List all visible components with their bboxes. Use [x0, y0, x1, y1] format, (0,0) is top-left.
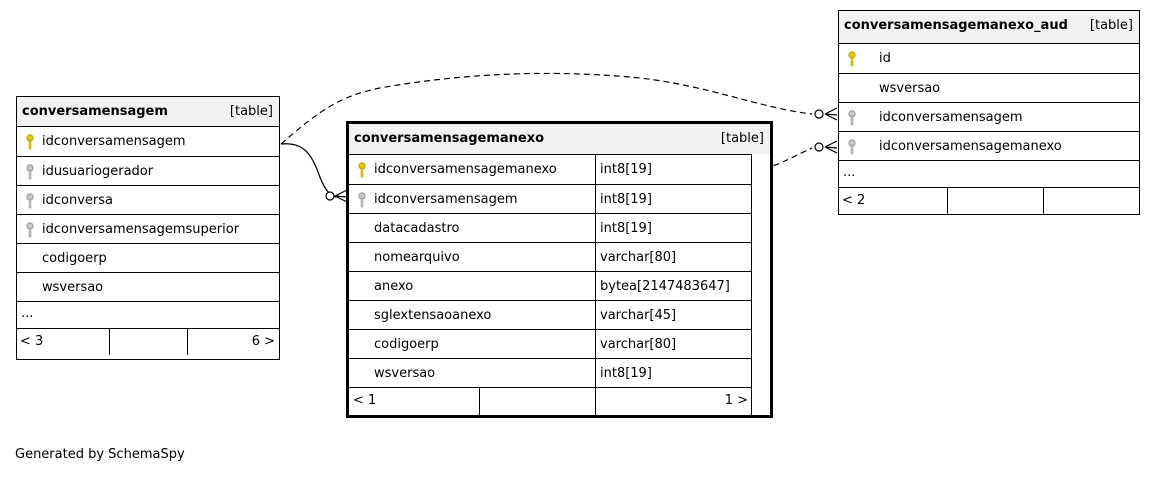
table-footer: < 1 1 >	[349, 388, 752, 416]
more-columns-ellipsis: ...	[21, 306, 34, 321]
column-row: anexo bytea[2147483647]	[349, 272, 752, 301]
foreign-key-icon	[847, 110, 857, 126]
more-columns-ellipsis: ...	[843, 165, 856, 180]
table-name[interactable]: conversamensagem	[22, 104, 168, 119]
column-name: idconversa	[42, 193, 113, 208]
column-row: idconversamensagemsuperior	[17, 215, 279, 244]
column-type: int8[19]	[600, 221, 652, 236]
table-footer: < 3 6 >	[17, 329, 279, 355]
column-type: int8[19]	[600, 192, 652, 207]
foreign-key-icon	[847, 139, 857, 155]
column-name: idconversamensagem	[374, 192, 518, 207]
edge-aud-to-mensagem	[280, 72, 813, 145]
edge-anexo-to-mensagem	[280, 143, 337, 198]
column-type: varchar[80]	[600, 250, 677, 265]
column-name: idconversamensagemsuperior	[42, 222, 240, 237]
column-row: codigoerp varchar[80]	[349, 330, 752, 359]
table-footer: < 2	[839, 188, 1139, 214]
column-row: sglextensaoanexo varchar[45]	[349, 301, 752, 330]
primary-key-icon	[847, 51, 857, 67]
foreign-key-icon	[357, 192, 367, 208]
edge-aud-to-mensagem-crowfoot	[824, 107, 838, 121]
column-type: int8[19]	[600, 162, 652, 177]
column-row: idconversa	[17, 186, 279, 215]
foreign-key-icon	[25, 164, 35, 180]
column-name: idusuariogerador	[42, 164, 154, 179]
generated-by-credit: Generated by SchemaSpy	[15, 447, 185, 462]
column-name: idconversamensagem	[879, 110, 1023, 125]
children-count[interactable]: 1 >	[724, 393, 748, 408]
vertical-scrollbar[interactable]	[751, 154, 770, 415]
column-name: nomearquivo	[374, 250, 460, 265]
column-name: idconversamensagemanexo	[374, 162, 557, 177]
table-name[interactable]: conversamensagemanexo	[354, 131, 545, 146]
column-name: wsversao	[374, 366, 436, 381]
column-name: codigoerp	[42, 251, 107, 266]
column-row: codigoerp	[17, 244, 279, 273]
table-kind: [table]	[229, 104, 273, 119]
column-row: nomearquivo varchar[80]	[349, 243, 752, 272]
column-type: int8[19]	[600, 366, 652, 381]
column-name: wsversao	[42, 280, 104, 295]
parents-count[interactable]: < 2	[842, 193, 866, 208]
column-row: idconversamensagem	[17, 127, 279, 157]
column-row: idconversamensagemanexo	[839, 132, 1139, 161]
column-name: idconversamensagemanexo	[879, 139, 1062, 154]
column-row: idconversamensagemanexo int8[19]	[349, 155, 752, 185]
primary-key-icon	[357, 162, 367, 178]
table-conversamensagemanexo-aud[interactable]: conversamensagemanexo_aud [table] id wsv…	[838, 10, 1140, 215]
more-columns-row: ...	[839, 161, 1139, 188]
table-kind: [table]	[720, 131, 764, 146]
edge-aud-to-mensagem-optional-marker	[814, 109, 824, 119]
more-columns-row: ...	[17, 302, 279, 329]
column-row: wsversao	[839, 74, 1139, 103]
edge-aud-to-anexo-optional-marker	[814, 142, 824, 152]
table-conversamensagem[interactable]: conversamensagem [table] idconversamensa…	[16, 96, 280, 360]
column-name: codigoerp	[374, 337, 439, 352]
children-count[interactable]: 6 >	[251, 334, 275, 349]
column-name: sglextensaoanexo	[374, 308, 492, 323]
foreign-key-icon	[25, 193, 35, 209]
column-row: id	[839, 44, 1139, 74]
column-row: idconversamensagem int8[19]	[349, 185, 752, 214]
column-type: bytea[2147483647]	[600, 279, 730, 294]
column-name: idconversamensagem	[42, 134, 186, 149]
table-header: conversamensagemanexo_aud [table]	[839, 11, 1139, 44]
edge-aud-to-anexo-crowfoot	[824, 140, 838, 154]
parents-count[interactable]: < 1	[353, 393, 377, 408]
column-row: wsversao	[17, 273, 279, 302]
foreign-key-icon	[25, 222, 35, 238]
column-list: idconversamensagemanexo int8[19] idconve…	[349, 155, 752, 416]
table-header: conversamensagemanexo [table]	[349, 124, 770, 155]
column-name: datacadastro	[374, 221, 460, 236]
table-conversamensagemanexo[interactable]: conversamensagemanexo [table] idconversa…	[346, 121, 773, 418]
parents-count[interactable]: < 3	[20, 334, 44, 349]
column-name: wsversao	[879, 81, 941, 96]
table-kind: [table]	[1089, 18, 1133, 33]
column-row: wsversao int8[19]	[349, 359, 752, 388]
edge-anexo-to-mensagem-crowfoot	[334, 189, 348, 203]
table-name[interactable]: conversamensagemanexo_aud	[844, 18, 1068, 33]
table-header: conversamensagem [table]	[17, 97, 279, 127]
column-name: id	[879, 51, 891, 66]
edge-anexo-to-mensagem-optional-marker	[325, 191, 335, 201]
column-row: idconversamensagem	[839, 103, 1139, 132]
primary-key-icon	[25, 134, 35, 150]
column-row: idusuariogerador	[17, 157, 279, 186]
column-row: datacadastro int8[19]	[349, 214, 752, 243]
column-type: varchar[45]	[600, 308, 677, 323]
column-name: anexo	[374, 279, 414, 294]
column-type: varchar[80]	[600, 337, 677, 352]
